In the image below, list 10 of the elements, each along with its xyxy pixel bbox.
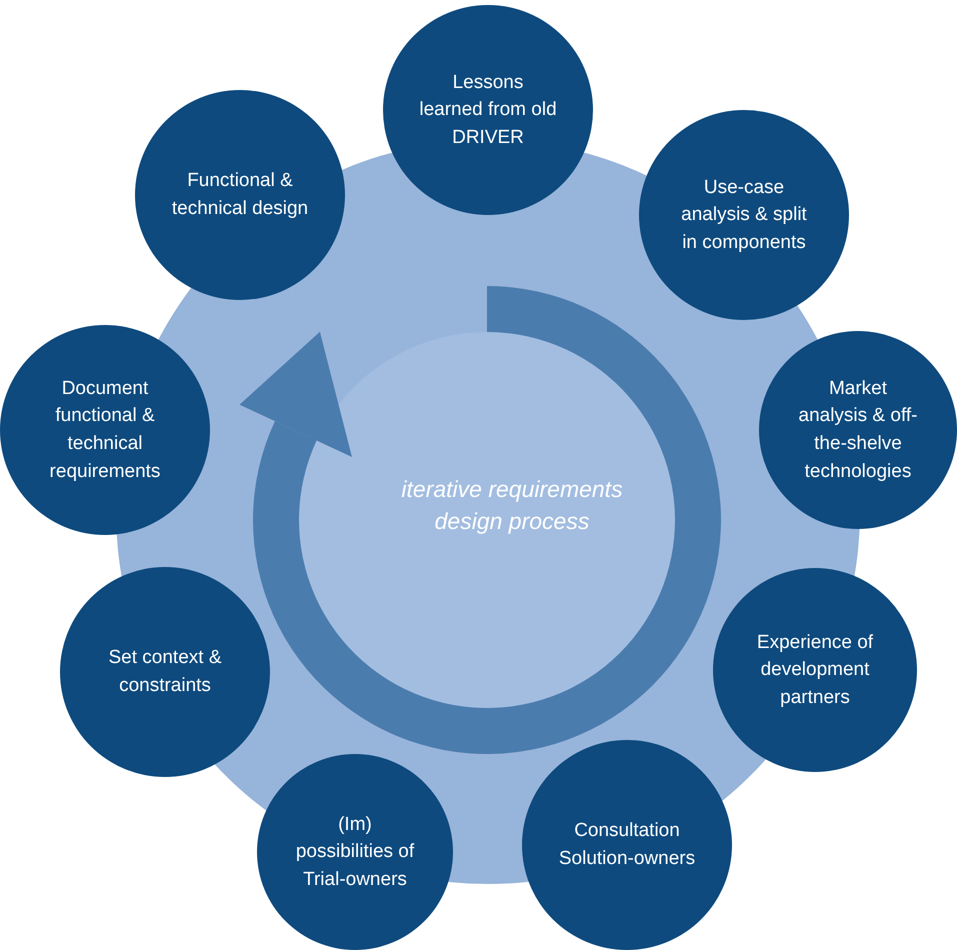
circle-label: Experience of development partners bbox=[756, 630, 874, 710]
circle-label: Document functional & technical requirements bbox=[48, 376, 162, 484]
circle-label: Market analysis & off-the-shelve technologies bbox=[798, 376, 918, 484]
circle-label: Consultation Solution-owners bbox=[558, 819, 696, 871]
circle-label: Functional & technical design bbox=[171, 169, 309, 221]
circle-label: (Im) possibilities of Trial-owners bbox=[294, 812, 416, 892]
circle-label: Set context & constraints bbox=[107, 646, 222, 698]
circle-label: Use-case analysis & split in components bbox=[680, 176, 808, 255]
center-label: iterative requirements design process bbox=[400, 474, 624, 536]
circle-label: Lessons learned from old DRIVER bbox=[419, 70, 557, 150]
